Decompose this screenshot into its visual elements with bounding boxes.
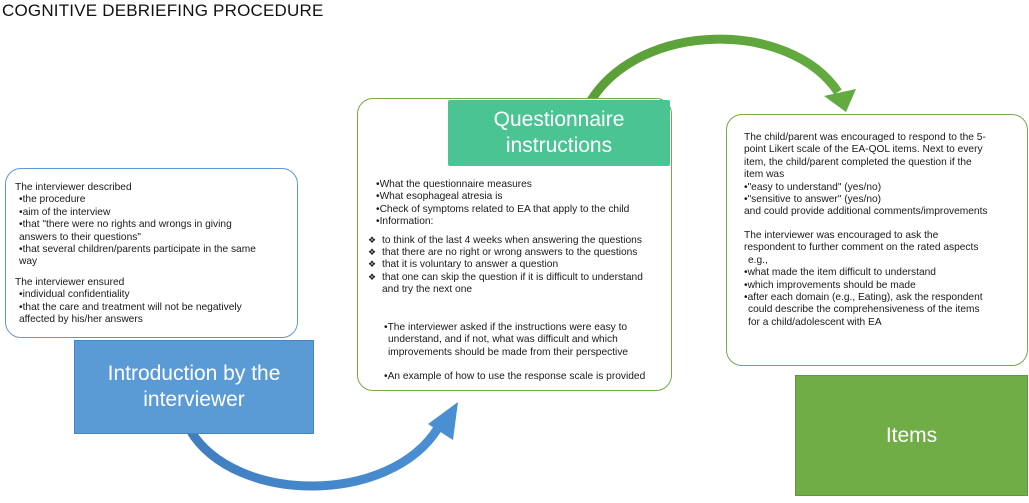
items-line: could describe the comprehensiveness of … xyxy=(748,304,980,316)
page-title: COGNITIVE DEBRIEFING PROCEDURE xyxy=(2,1,324,20)
items-para2: The interviewer was encouraged to ask th… xyxy=(744,230,983,329)
ensured-item: •individual confidentiality xyxy=(19,289,130,301)
items-line: The interviewer was encouraged to ask th… xyxy=(744,230,939,241)
arrow-intro-to-questionnaire-head xyxy=(428,402,458,440)
intro-box xyxy=(5,168,298,338)
questionnaire-label-line2: instructions xyxy=(505,134,613,157)
items-label: Items xyxy=(795,375,1028,496)
items-line: item, the child/parent completed the que… xyxy=(744,156,972,168)
questionnaire-example: •An example of how to use the response s… xyxy=(384,371,646,382)
questionnaire-bullet: •What the questionnaire measures xyxy=(376,179,532,190)
questionnaire-bullet: •Check of symptoms related to EA that ap… xyxy=(376,203,630,215)
intro-label-line2: interviewer xyxy=(143,388,245,411)
arrow-questionnaire-to-items xyxy=(586,34,842,105)
questionnaire-asked: •The interviewer asked if the instructio… xyxy=(384,322,628,359)
items-line: item was xyxy=(744,169,785,181)
items-line: and could provide additional comments/im… xyxy=(744,206,988,218)
intro-text: The interviewer described •the procedure… xyxy=(15,182,256,326)
info-item-continuation: and try the next one xyxy=(382,284,473,296)
questionnaire-bullet: •What esophageal atresia is xyxy=(376,191,503,203)
info-item: that one can skip the question if it is … xyxy=(368,272,643,285)
items-line: •after each domain (e.g., Eating), ask t… xyxy=(744,292,983,304)
asked-line: understand, and if not, what was difficu… xyxy=(388,334,618,346)
questionnaire-bullet: •Information: xyxy=(376,216,434,228)
ensured-item: •that the care and treatment will not be… xyxy=(19,301,242,313)
items-line: point Likert scale of the EA-QOL items. … xyxy=(744,144,983,156)
items-line: •what made the item difficult to underst… xyxy=(744,267,936,279)
intro-label-line1: Introduction by the xyxy=(107,362,281,385)
info-item: that there are no right or wrong answers… xyxy=(368,247,643,260)
items-box xyxy=(726,114,1028,366)
info-item: that it is voluntary to answer a questio… xyxy=(368,259,643,272)
described-item: way xyxy=(19,256,38,268)
intro-label: Introduction by the interviewer xyxy=(74,340,314,434)
described-heading: The interviewer described xyxy=(15,182,132,193)
items-line: •which improvements should be made xyxy=(744,279,916,291)
items-line: The child/parent was encouraged to respo… xyxy=(744,132,986,143)
items-line: •"easy to understand" (yes/no) xyxy=(744,181,882,193)
described-item: •that several children/parents participa… xyxy=(19,244,256,256)
items-line: e.g., xyxy=(748,254,768,266)
described-item: •that "there were no rights and wrongs i… xyxy=(19,219,232,231)
described-item: •aim of the interview xyxy=(19,206,111,218)
described-item: •the procedure xyxy=(19,194,86,206)
items-line: for a child/adolescent with EA xyxy=(748,316,882,328)
arrow-intro-to-questionnaire xyxy=(186,425,442,491)
items-para1: The child/parent was encouraged to respo… xyxy=(744,132,988,219)
questionnaire-label: Questionnaire instructions xyxy=(448,100,670,166)
questionnaire-text: •What the questionnaire measures •What e… xyxy=(368,179,643,297)
arrow-questionnaire-to-items-head xyxy=(824,89,856,112)
ensured-heading: The interviewer ensured xyxy=(15,276,125,288)
asked-line: •The interviewer asked if the instructio… xyxy=(384,322,628,333)
questionnaire-label-line1: Questionnaire xyxy=(493,108,625,131)
items-line: •"sensitive to answer" (yes/no) xyxy=(744,194,882,206)
items-line: respondent to further comment on the rat… xyxy=(744,242,979,254)
described-item: answers to their questions" xyxy=(19,231,141,243)
ensured-item: affected by his/her answers xyxy=(19,314,143,326)
info-item: to think of the last 4 weeks when answer… xyxy=(368,235,643,248)
asked-line: improvements should be made from their p… xyxy=(388,346,629,358)
